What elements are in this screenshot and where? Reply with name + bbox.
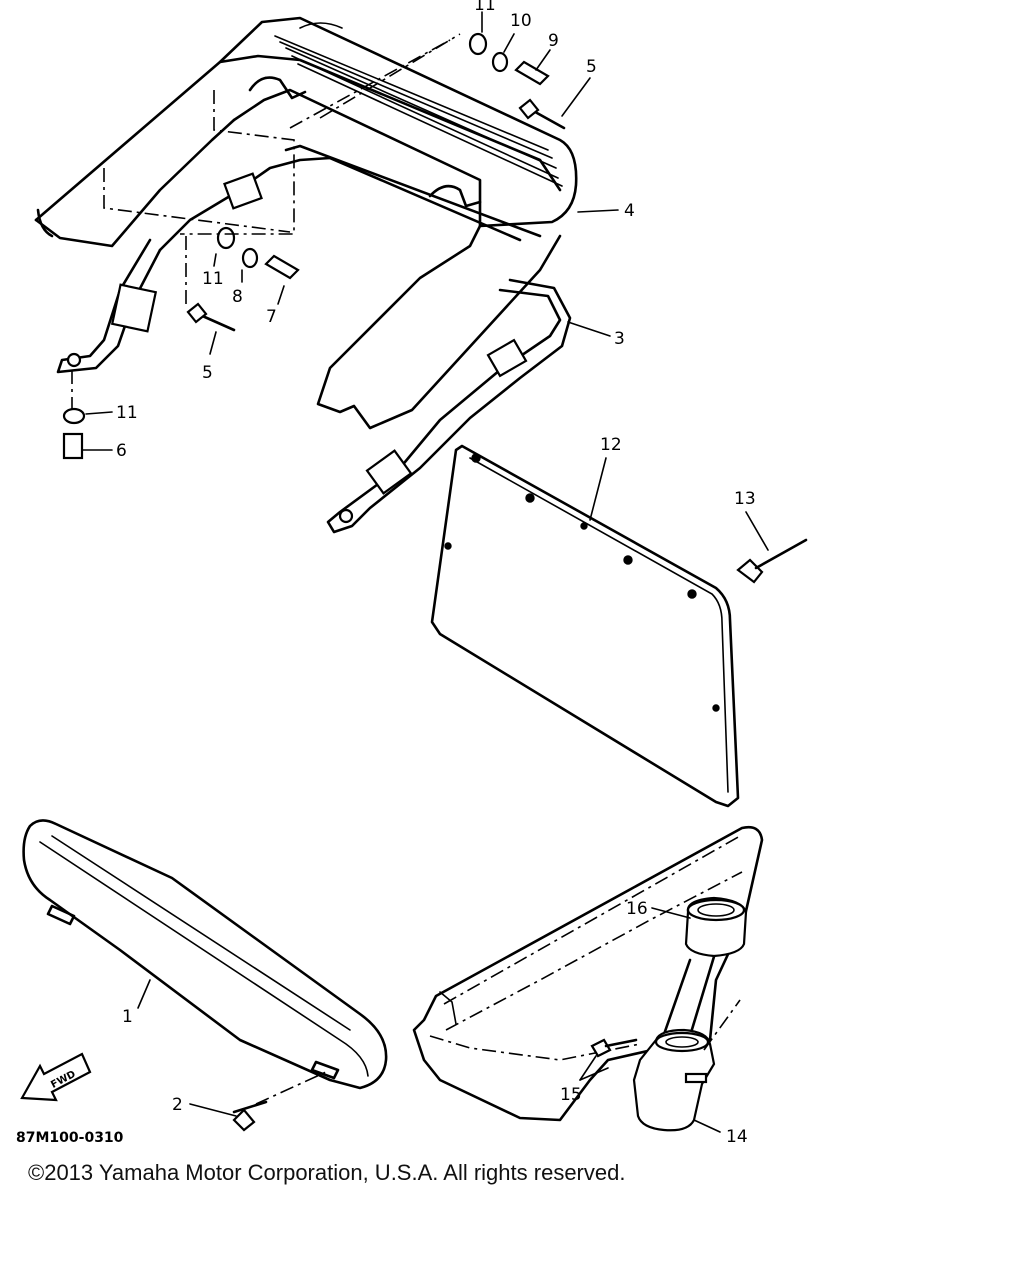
rivet-part-13	[736, 538, 808, 584]
callout-11: 11	[116, 403, 138, 423]
parts-diagram: 11 10 9 5 4 3 11 8 7 5 11 6 12 13 1 16 1…	[16, 0, 808, 1147]
callout-11: 11	[474, 0, 496, 15]
bumper-part-1	[22, 819, 388, 1090]
callout-7: 7	[266, 307, 277, 327]
forward-direction-arrow-icon: FWD	[20, 1052, 92, 1102]
copyright-notice: ©2013 Yamaha Motor Corporation, U.S.A. A…	[28, 1160, 626, 1185]
side-panel-part-14-16	[412, 825, 764, 1132]
callout-labels: 11 10 9 5 4 3 11 8 7 5 11 6 12 13 1 16 1…	[116, 0, 756, 1147]
callout-10: 10	[510, 11, 532, 31]
fasteners	[62, 32, 566, 1132]
callout-13: 13	[734, 489, 756, 509]
panel-part-12	[430, 444, 740, 808]
callout-1: 1	[122, 1007, 133, 1027]
drawing-code: 87M100-0310	[16, 1130, 124, 1146]
callout-9: 9	[548, 31, 559, 51]
leader-lines	[81, 11, 769, 1133]
callout-12: 12	[600, 435, 622, 455]
callout-5: 5	[586, 57, 597, 77]
carrier-bar-part-4	[34, 16, 578, 430]
callout-15: 15	[560, 1085, 582, 1105]
callout-11: 11	[202, 269, 224, 289]
callout-14: 14	[726, 1127, 748, 1147]
callout-4: 4	[624, 201, 635, 221]
callout-3: 3	[614, 329, 625, 349]
callout-8: 8	[232, 287, 243, 307]
callout-5: 5	[202, 363, 213, 383]
bracket-part-3	[56, 156, 572, 534]
callout-6: 6	[116, 441, 127, 461]
alignment-lines	[71, 33, 741, 1105]
callout-16: 16	[626, 899, 648, 919]
callout-2: 2	[172, 1095, 183, 1115]
